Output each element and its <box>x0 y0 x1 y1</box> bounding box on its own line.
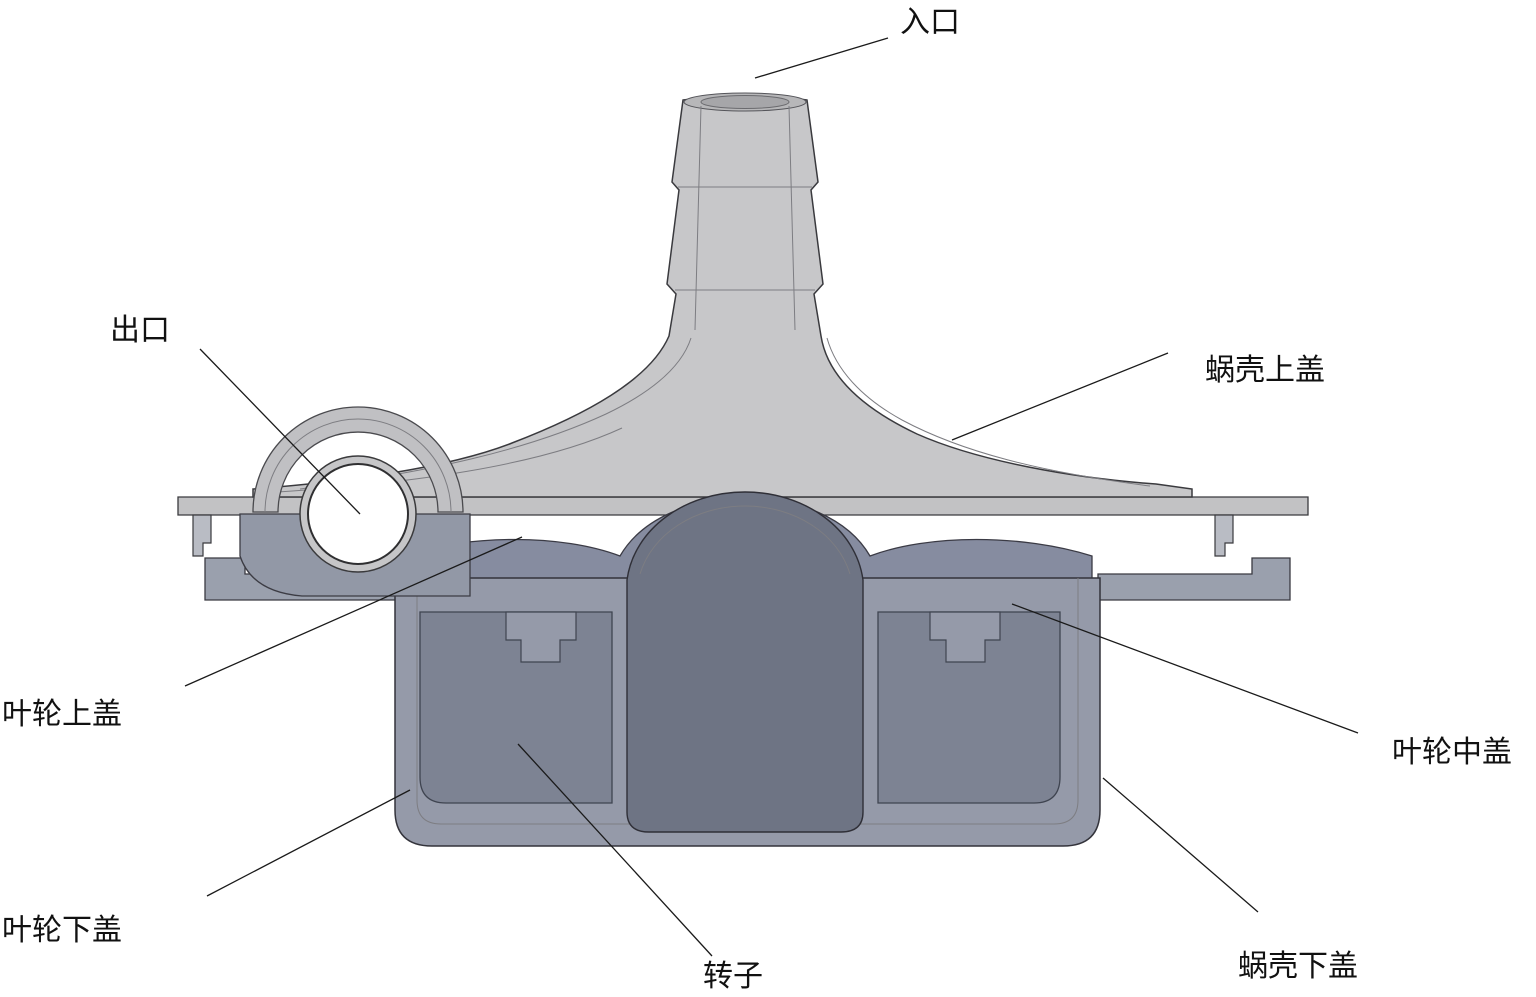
volute-upper-cover-shape <box>252 95 1193 498</box>
leader-volute-lower-cover <box>1102 777 1259 913</box>
inlet-barb-steps <box>675 186 815 291</box>
label-outlet: 出口 <box>110 314 170 347</box>
leader-impeller-lower-cover <box>206 789 411 897</box>
rotor-ring-left <box>419 611 613 804</box>
inlet-inner-lines <box>694 105 796 331</box>
leader-rotor <box>517 743 713 957</box>
lower-cover-right-bracket <box>1097 557 1291 601</box>
rotor-top-contour <box>639 505 851 575</box>
label-inlet: 入口 <box>900 6 960 39</box>
label-impeller-upper-cover: 叶轮上盖 <box>2 698 122 731</box>
flange-left-tab <box>192 514 212 557</box>
label-impeller-middle-cover: 叶轮中盖 <box>1392 736 1512 769</box>
flange-right-tab <box>1214 514 1234 557</box>
rotor-ring-right <box>877 611 1061 804</box>
outlet-torus-wall <box>252 406 464 513</box>
rotor-core-shape <box>626 491 864 833</box>
outlet-port-hole <box>307 463 409 565</box>
inlet-mouth-hole <box>700 95 790 109</box>
leader-outlet <box>199 348 361 515</box>
ring-left-tab <box>505 611 577 663</box>
leader-impeller-middle-cover <box>1011 603 1359 734</box>
outlet-torus-midline <box>264 418 452 513</box>
label-volute-lower-cover: 蜗壳下盖 <box>1238 950 1358 983</box>
leader-inlet <box>754 37 889 79</box>
leader-lines <box>184 37 1359 957</box>
pump-drawing <box>177 92 1309 847</box>
leader-impeller-upper-cover <box>184 536 523 687</box>
label-rotor: 转子 <box>703 960 763 993</box>
labels: 入口 出口 蜗壳上盖 叶轮上盖 叶轮中盖 叶轮下盖 转子 蜗壳下盖 <box>2 6 1512 993</box>
label-volute-upper-cover: 蜗壳上盖 <box>1205 354 1325 387</box>
label-impeller-lower-cover: 叶轮下盖 <box>2 914 122 947</box>
ring-right-tab <box>929 611 1001 663</box>
leader-volute-upper-cover <box>951 352 1169 441</box>
